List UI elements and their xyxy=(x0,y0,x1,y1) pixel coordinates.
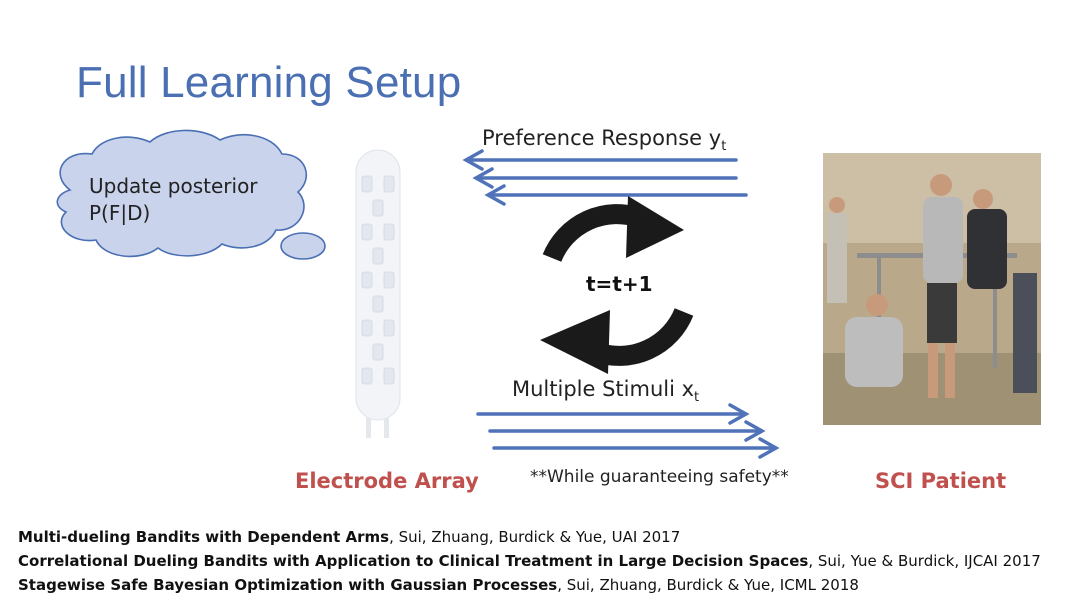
safety-note: **While guaranteeing safety** xyxy=(530,467,789,487)
electrode-array-label: Electrode Array xyxy=(295,469,479,493)
patient-photo xyxy=(823,153,1041,425)
multiple-stimuli-label: Multiple Stimuli xt xyxy=(512,377,699,405)
preference-arrows xyxy=(466,151,746,204)
reference-3: Stagewise Safe Bayesian Optimization wit… xyxy=(18,573,1041,597)
cloud-line-2: P(F|D) xyxy=(89,200,258,227)
reference-2-rest: , Sui, Yue & Burdick, IJCAI 2017 xyxy=(808,552,1041,570)
reference-2-title: Correlational Dueling Bandits with Appli… xyxy=(18,552,808,570)
reference-3-title: Stagewise Safe Bayesian Optimization wit… xyxy=(18,576,557,594)
loop-label: t=t+1 xyxy=(586,272,653,296)
multiple-stimuli-subscript: t xyxy=(694,390,699,405)
sci-patient-label: SCI Patient xyxy=(875,469,1006,493)
cloud-line-1: Update posterior xyxy=(89,173,258,200)
preference-response-subscript: t xyxy=(721,139,726,154)
reference-1-rest: , Sui, Zhuang, Burdick & Yue, UAI 2017 xyxy=(389,528,680,546)
multiple-stimuli-text: Multiple Stimuli x xyxy=(512,377,694,401)
preference-response-text: Preference Response y xyxy=(482,126,721,150)
reference-1-title: Multi-dueling Bandits with Dependent Arm… xyxy=(18,528,389,546)
reference-2: Correlational Dueling Bandits with Appli… xyxy=(18,549,1041,573)
cloud-text: Update posterior P(F|D) xyxy=(89,173,258,227)
references: Multi-dueling Bandits with Dependent Arm… xyxy=(18,525,1041,597)
electrode-array-image xyxy=(356,150,400,438)
reference-3-rest: , Sui, Zhuang, Burdick & Yue, ICML 2018 xyxy=(557,576,859,594)
preference-response-label: Preference Response yt xyxy=(482,126,726,154)
stimuli-arrows xyxy=(478,405,776,457)
reference-1: Multi-dueling Bandits with Dependent Arm… xyxy=(18,525,1041,549)
